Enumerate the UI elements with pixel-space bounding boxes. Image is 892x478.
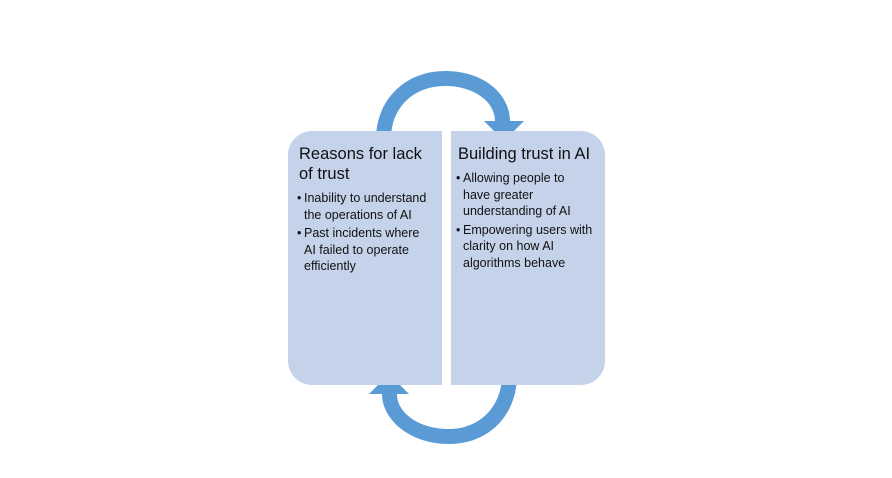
list-item: Past incidents where AI failed to operat… [297,225,432,275]
bullet-list: Allowing people to have greater understa… [456,170,595,272]
panel-title: Building trust in AI [458,145,591,163]
bullet-list: Inability to understand the operations o… [297,190,432,275]
list-item: Inability to understand the operations o… [297,190,432,223]
panel-title: Reasons for lack of trust [299,145,422,183]
bottom-cycle-arrow-body [382,375,517,444]
list-item: Allowing people to have greater understa… [456,170,595,220]
top-cycle-arrow-body [376,71,510,139]
list-item: Empowering users with clarity on how AI … [456,222,595,272]
panel-building-trust-in-ai: Building trust in AI Allowing people to … [451,131,605,385]
panel-reasons-for-lack-of-trust: Reasons for lack of trust Inability to u… [288,131,442,385]
